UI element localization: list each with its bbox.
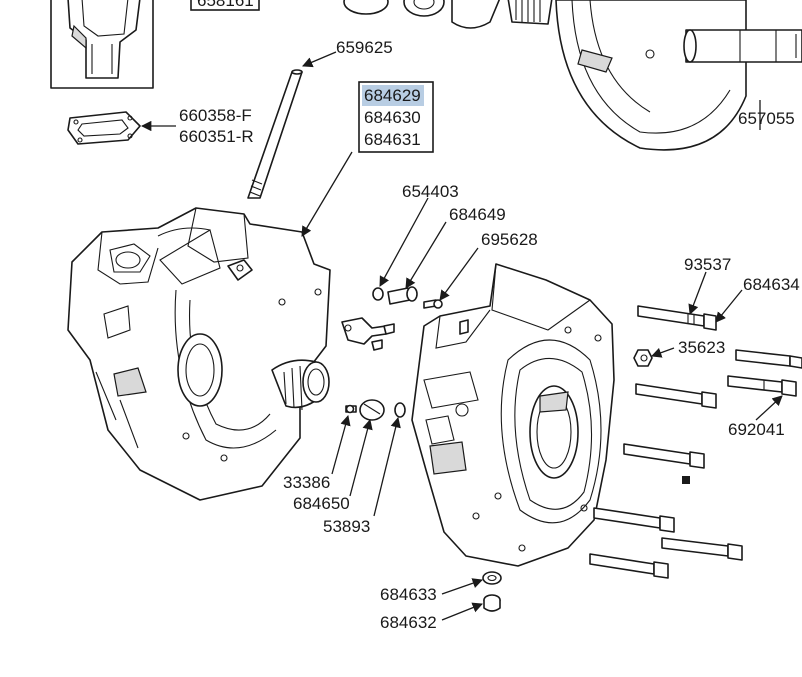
- label-684629: 684629: [364, 86, 421, 105]
- bearing-set-top: [343, 0, 553, 29]
- label-53893: 53893: [323, 517, 370, 536]
- right-crankcase-half: [411, 263, 615, 567]
- label-659625: 659625: [336, 38, 393, 57]
- plug-684632: [483, 594, 501, 612]
- bolt-mid-1: [635, 383, 717, 409]
- oring-53893: [394, 402, 406, 418]
- setscrew-small: [682, 476, 690, 484]
- bolt-692041: [727, 375, 797, 397]
- bolt-mid-2: [623, 443, 705, 469]
- inset-box: [50, 0, 154, 89]
- bolt-lower-2: [661, 537, 743, 561]
- cover-684650: [359, 399, 385, 421]
- label-684630: 684630: [364, 108, 421, 127]
- label-660358-f: 660358-F: [179, 106, 252, 125]
- highlight-684629: [362, 85, 424, 106]
- label-684631: 684631: [364, 130, 421, 149]
- label-684634: 684634: [743, 275, 800, 294]
- bolt-lower-1: [593, 507, 675, 533]
- bolt-93537: [637, 305, 717, 331]
- stud-659625: [247, 69, 303, 199]
- label-692041: 692041: [728, 420, 785, 439]
- screw-33386: [345, 404, 357, 414]
- partial-label-box: [190, 0, 260, 11]
- label-684650: 684650: [293, 494, 350, 513]
- label-657055: 657055: [738, 109, 795, 128]
- label-660351-r: 660351-R: [179, 127, 254, 146]
- bolt-right-long: [735, 349, 802, 369]
- leader-lines: [140, 51, 783, 621]
- label-658161: 658161: [197, 0, 254, 10]
- label-684632: 684632: [380, 613, 437, 632]
- bolt-35623: [633, 349, 653, 367]
- bolt-lower-3: [589, 553, 669, 579]
- washer-684633: [482, 571, 502, 585]
- label-654403: 654403: [402, 182, 459, 201]
- oil-fitting-group: [341, 317, 395, 351]
- label-35623: 35623: [678, 338, 725, 357]
- label-93537: 93537: [684, 255, 731, 274]
- label-695628: 695628: [481, 230, 538, 249]
- label-33386: 33386: [283, 473, 330, 492]
- flywheel-assembly: [555, 0, 802, 151]
- screw-695628: [423, 299, 443, 309]
- left-crankcase-half: [67, 207, 331, 501]
- label-684649: 684649: [449, 205, 506, 224]
- label-684633: 684633: [380, 585, 437, 604]
- fitting-684649: [387, 286, 418, 305]
- gasket-660358: [67, 111, 141, 145]
- fitting-654403: [372, 287, 384, 301]
